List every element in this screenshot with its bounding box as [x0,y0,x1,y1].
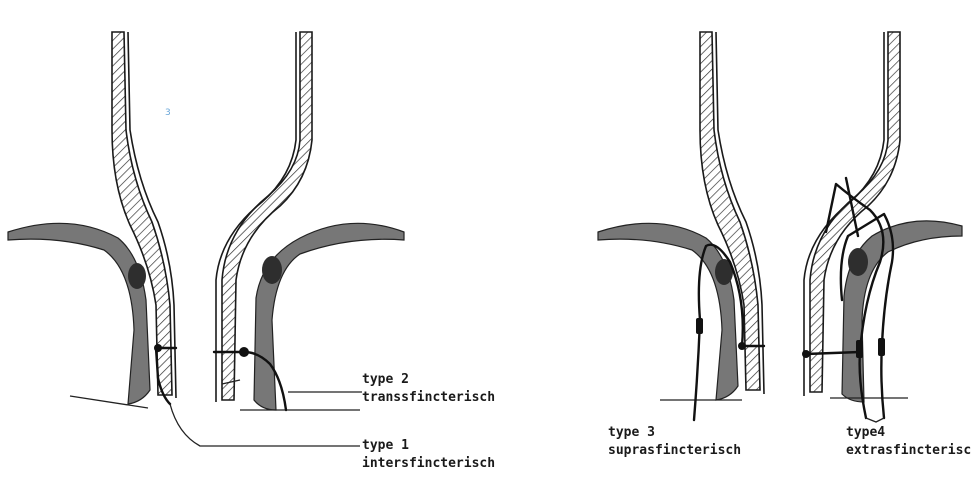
type1-label-line1: type 1 [362,438,409,453]
right-puborectalis [262,256,282,284]
right-panel-left-levator [598,223,738,400]
right-panel-right-puborectalis [848,248,868,276]
type2-opening [239,347,249,357]
type4-label-line1: type4 [846,425,885,440]
type2-label-line1: type 2 [362,372,409,387]
type4-marker-b [878,338,885,356]
type2-label-line2: transsfincterisch [362,390,495,405]
type4-opening [802,350,810,358]
type3-label-line1: type 3 [608,425,655,440]
left-anal-canal [8,32,404,446]
left-puborectalis [128,263,146,289]
left-levator-muscle [8,223,150,404]
type1-opening [154,344,162,352]
stray-mark: 3 [165,108,171,118]
type4-marker-a [856,340,863,358]
type3-label-line2: suprasfincterisch [608,443,741,458]
type1-label-line2: intersfincterisch [362,456,495,471]
type3-marker [696,318,703,334]
type4-leader [866,418,884,422]
right-anal-canal [598,32,962,422]
type4-label-line2: extrasfincterisch [846,443,972,458]
type3-opening [738,342,746,350]
